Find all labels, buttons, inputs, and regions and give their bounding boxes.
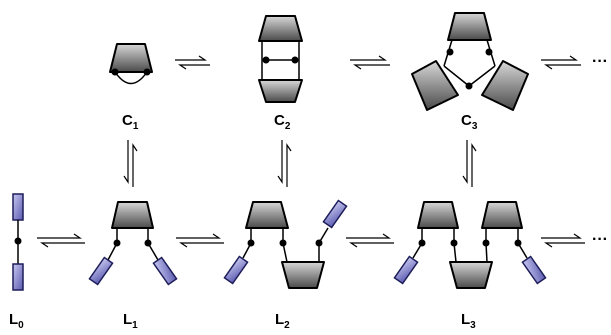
label-letter: C [274, 112, 285, 129]
linear-l2 [223, 199, 348, 289]
junction-dot [315, 239, 323, 247]
equilibrium-arrow [176, 233, 224, 248]
label-l3: L3 [461, 311, 476, 331]
linker [443, 39, 496, 87]
trapezoid [111, 201, 154, 229]
junction-dot [144, 239, 152, 247]
label-subscript: 0 [18, 320, 24, 331]
equilibrium-arrow [350, 55, 390, 70]
cycle-c2 [258, 15, 303, 103]
trapezoid [447, 12, 492, 41]
cycle-c3 [411, 12, 529, 111]
linear-l3 [393, 201, 547, 289]
equilibrium-arrow [541, 233, 585, 248]
label-c1: C1 [122, 112, 139, 132]
junction-dot [514, 239, 522, 247]
trapezoid [245, 201, 289, 229]
label-subscript: 2 [284, 320, 290, 331]
equilibrium-arrow [346, 233, 394, 248]
end-block [12, 263, 24, 291]
trapezoid [281, 261, 325, 289]
label-subscript: 1 [132, 320, 138, 331]
linear-l0 [12, 193, 24, 291]
end-block [12, 193, 24, 221]
label-c2: C2 [274, 112, 291, 132]
trapezoid [481, 201, 523, 229]
label-l0: L0 [9, 311, 24, 331]
junction-dot [465, 82, 473, 90]
end-block [521, 255, 547, 285]
equilibrium-arrow [123, 140, 138, 187]
linear-l1 [88, 201, 178, 286]
junction-dot [482, 239, 490, 247]
junction-dot [143, 68, 151, 76]
equilibrium-arrow [175, 55, 210, 70]
junction-dot [247, 239, 255, 247]
trapezoid [258, 79, 303, 103]
trapezoid [449, 261, 493, 289]
label-letter: L [9, 311, 18, 328]
equilibrium-arrow [462, 140, 477, 187]
label-letter: L [123, 311, 132, 328]
label-subscript: 1 [133, 121, 139, 132]
label-l1: L1 [123, 311, 138, 331]
equilibrium-arrow [277, 140, 292, 187]
junction-dot [291, 56, 299, 64]
end-block [223, 255, 249, 285]
end-block [393, 255, 419, 285]
label-letter: C [461, 112, 472, 129]
label-c3: C3 [461, 112, 478, 132]
end-block [322, 199, 348, 229]
continuation-ellipsis: ··· [592, 231, 608, 248]
equilibrium-arrow [37, 233, 85, 248]
linker [114, 71, 148, 85]
junction-dot [485, 48, 493, 56]
trapezoid [417, 201, 459, 229]
cycle-c1 [109, 43, 153, 85]
trapezoid [109, 43, 153, 73]
junction-dot [446, 48, 454, 56]
junction-dot [262, 56, 270, 64]
end-block [88, 256, 114, 286]
label-letter: L [461, 311, 470, 328]
trapezoid [258, 15, 303, 42]
label-subscript: 3 [472, 121, 478, 132]
junction-dot [14, 237, 22, 245]
equilibrium-arrow [541, 55, 581, 70]
trapezoid [411, 60, 459, 111]
trapezoid [481, 60, 529, 111]
label-subscript: 3 [470, 320, 476, 331]
junction-dot [279, 239, 287, 247]
junction-dot [111, 68, 119, 76]
junction-dot [450, 239, 458, 247]
end-block [152, 256, 178, 286]
junction-dot [418, 239, 426, 247]
label-letter: L [275, 311, 284, 328]
junction-dot [113, 239, 121, 247]
label-letter: C [122, 112, 133, 129]
continuation-ellipsis: ··· [592, 53, 608, 70]
label-l2: L2 [275, 311, 290, 331]
label-subscript: 2 [285, 121, 291, 132]
